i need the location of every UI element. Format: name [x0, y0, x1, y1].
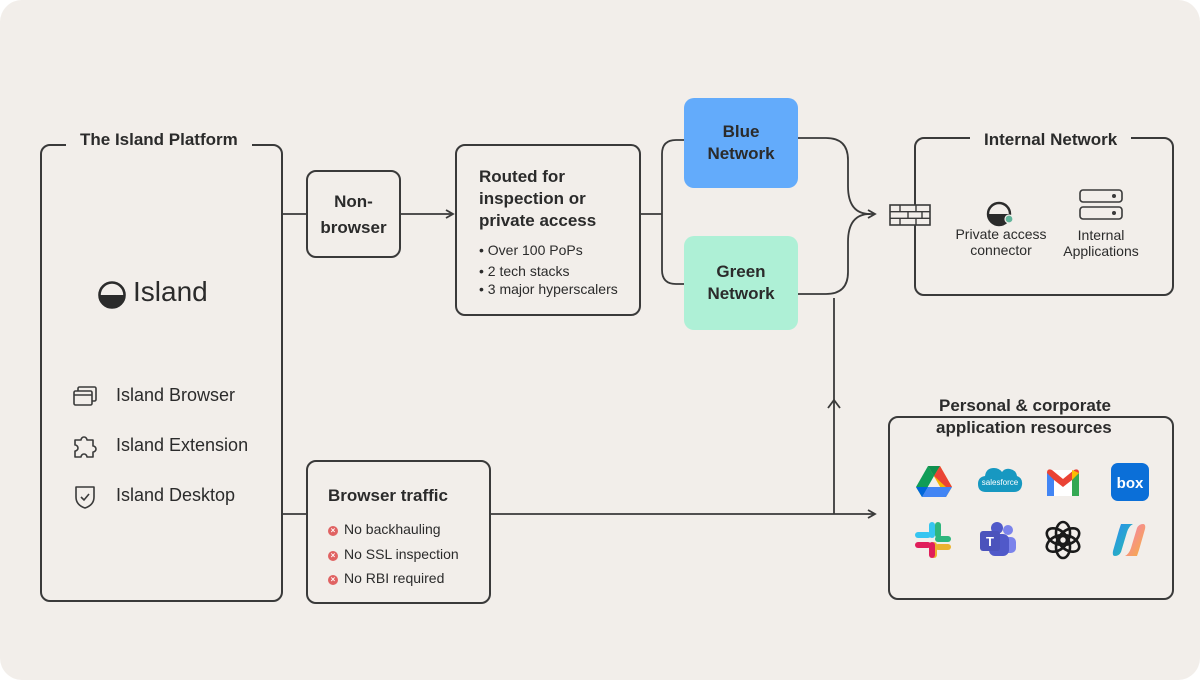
salesforce-text: salesforce	[982, 478, 1019, 487]
island-platform-title: The Island Platform	[66, 130, 252, 150]
connector-label-line1: Private access	[955, 226, 1047, 242]
routed-box: Routed for inspection or private access …	[455, 144, 641, 316]
gmail-icon	[1047, 469, 1079, 496]
browser-windows-icon	[73, 386, 97, 406]
openai-icon	[1045, 520, 1081, 560]
routed-title-line2: inspection or	[479, 189, 586, 208]
internal-apps-label-line2: Applications	[1063, 243, 1139, 259]
browser-traffic-title: Browser traffic	[328, 486, 448, 505]
routed-bullet-stacks: • 2 tech stacks	[479, 263, 570, 279]
browser-traffic-item-text: No RBI required	[344, 570, 445, 586]
non-browser-label-line1: Non-	[334, 192, 373, 211]
island-desktop-label: Island Desktop	[116, 485, 236, 505]
island-logo-text: Island	[133, 276, 208, 307]
browser-traffic-item-text: No SSL inspection	[344, 546, 459, 562]
browser-traffic-box: Browser traffic × No backhauling × No SSL …	[306, 460, 491, 604]
shield-check-icon	[75, 486, 95, 509]
box-text: box	[1117, 475, 1144, 492]
browser-traffic-item: × No RBI required	[328, 570, 444, 586]
green-network-line1: Green	[716, 262, 766, 281]
green-network-line2: Network	[707, 284, 775, 303]
salesforce-icon: salesforce	[978, 468, 1023, 492]
slack-icon	[915, 522, 951, 558]
box-icon: box	[1111, 463, 1149, 501]
non-browser-box: Non- browser	[306, 170, 401, 258]
connector-icon	[986, 201, 1014, 227]
resources-title-line2: application resources	[922, 418, 1126, 438]
routed-title-line3: private access	[479, 211, 597, 230]
browser-traffic-item: × No backhauling	[328, 521, 441, 537]
island-logo-icon	[98, 281, 126, 309]
copilot-icon	[1112, 524, 1146, 556]
x-circle-icon: ×	[328, 526, 338, 536]
server-icon	[1079, 189, 1123, 220]
puzzle-piece-icon	[74, 436, 97, 458]
google-drive-icon	[916, 466, 952, 497]
island-browser-label: Island Browser	[116, 385, 236, 405]
internal-apps-label-line1: Internal	[1077, 227, 1125, 243]
firewall-icon	[889, 204, 931, 226]
island-logo: Island	[97, 276, 237, 312]
routed-bullet-hyperscalers: • 3 major hyperscalers	[479, 281, 618, 297]
x-circle-icon: ×	[328, 551, 338, 561]
routed-title-line1: Routed for	[479, 167, 565, 186]
green-network-box: Green Network	[684, 236, 798, 330]
browser-traffic-item: × No SSL inspection	[328, 546, 459, 562]
x-circle-icon: ×	[328, 575, 338, 585]
resources-box	[888, 416, 1174, 600]
blue-network-box: Blue Network	[684, 98, 798, 188]
resources-title-line1: Personal & corporate	[925, 396, 1125, 416]
island-extension-label: Island Extension	[116, 435, 249, 455]
teams-icon: T	[980, 522, 1016, 556]
island-platform-box	[40, 144, 283, 602]
blue-network-line2: Network	[707, 144, 775, 163]
routed-bullet-pops: • Over 100 PoPs	[479, 242, 583, 258]
internal-network-title: Internal Network	[970, 130, 1132, 150]
teams-text: T	[986, 534, 994, 549]
browser-traffic-item-text: No backhauling	[344, 521, 441, 537]
non-browser-label-line2: browser	[320, 218, 387, 237]
connector-label-line2: connector	[970, 242, 1032, 258]
internal-network-box	[914, 137, 1174, 296]
blue-network-line1: Blue	[722, 122, 760, 141]
